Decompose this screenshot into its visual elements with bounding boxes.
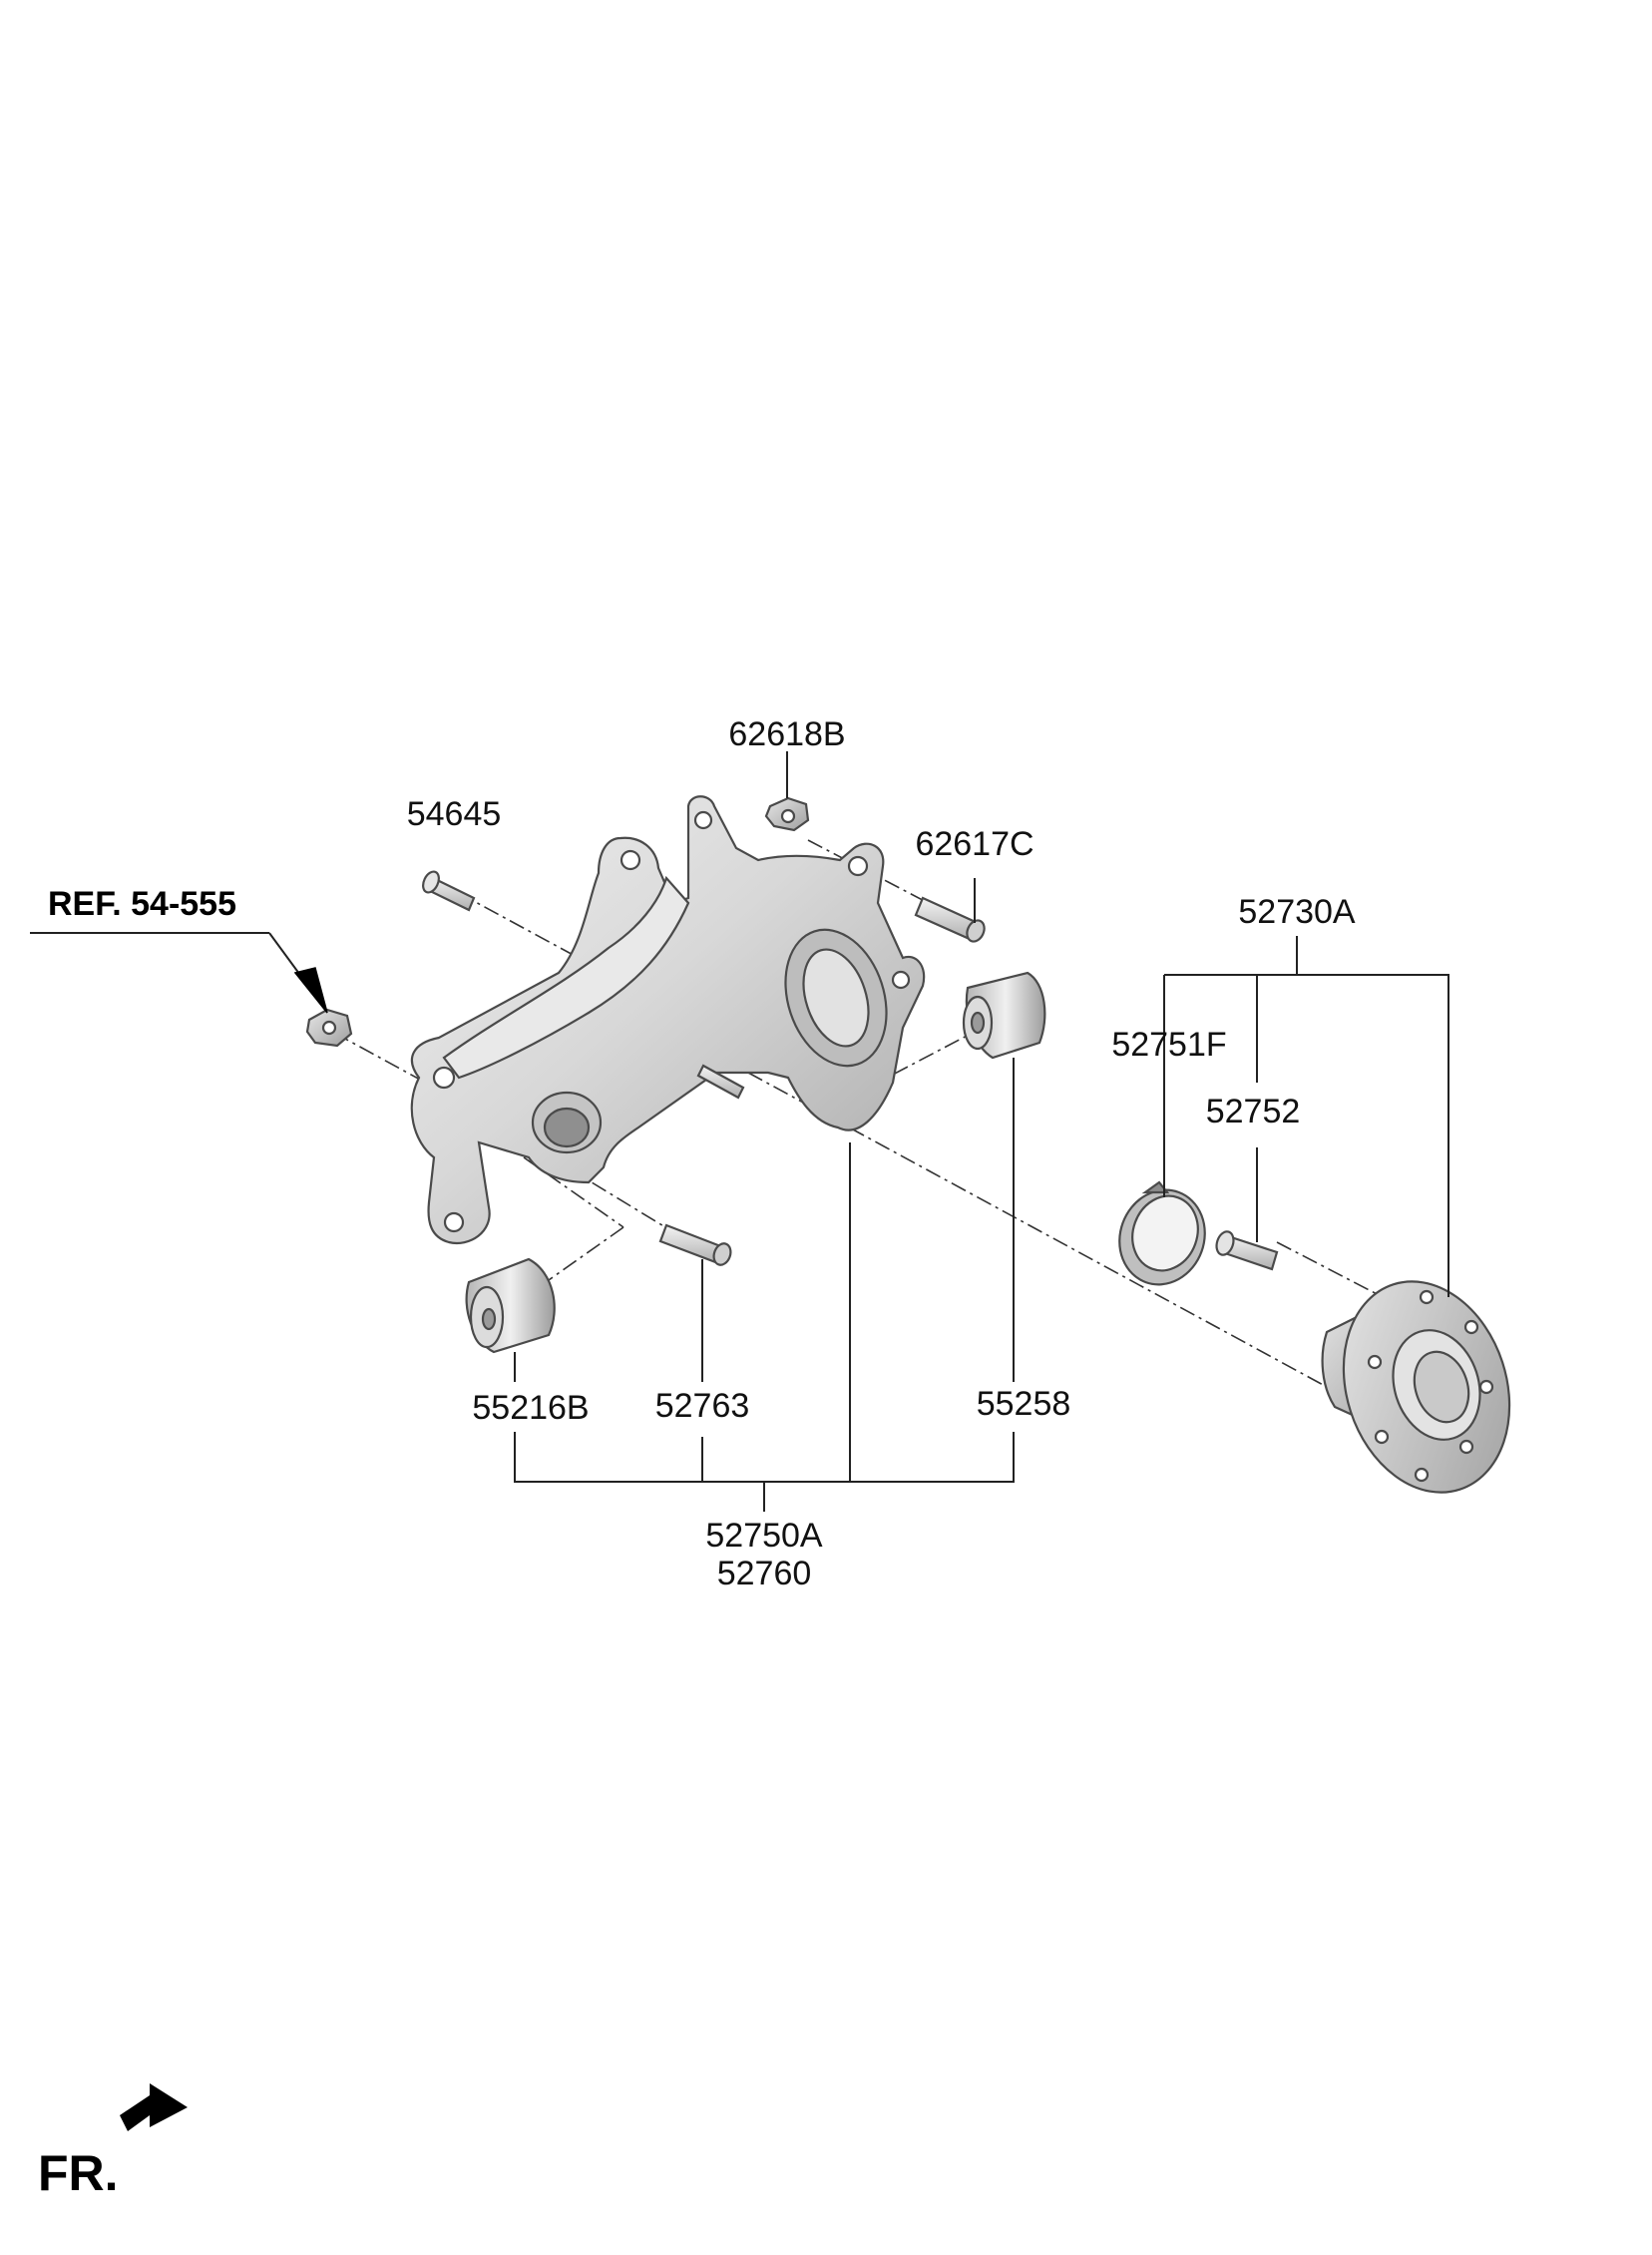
ref-arrow-icon — [293, 967, 328, 1014]
bolt-62617C — [914, 896, 986, 943]
label-front: FR. — [38, 2145, 119, 2201]
knuckle-part — [410, 795, 926, 1245]
label-ref: REF. 54-555 — [48, 885, 236, 923]
label-52730A: 52730A — [1238, 893, 1356, 931]
label-62618B: 62618B — [728, 715, 845, 753]
label-52750A: 52750A — [705, 1517, 823, 1555]
label-54645: 54645 — [407, 795, 502, 833]
ref-nut — [305, 1008, 353, 1048]
label-52751F: 52751F — [1111, 1026, 1226, 1064]
label-52763: 52763 — [655, 1387, 750, 1425]
bolt-54645 — [422, 870, 476, 912]
label-52752: 52752 — [1206, 1093, 1301, 1130]
label-52760: 52760 — [717, 1555, 812, 1592]
label-62617C: 62617C — [915, 825, 1033, 863]
nut-62618B — [764, 796, 810, 832]
bushing-55258 — [962, 971, 1046, 1060]
hub-52730A — [1321, 1280, 1511, 1494]
stud-52752 — [1215, 1230, 1279, 1271]
leader-lines — [30, 751, 1449, 1512]
label-55258: 55258 — [977, 1385, 1071, 1423]
cap-52751F — [1118, 1180, 1206, 1286]
bolt-52763 — [658, 1223, 732, 1266]
front-arrow-icon — [120, 2083, 188, 2131]
bushing-55216B — [465, 1257, 556, 1354]
label-55216B: 55216B — [472, 1389, 589, 1427]
